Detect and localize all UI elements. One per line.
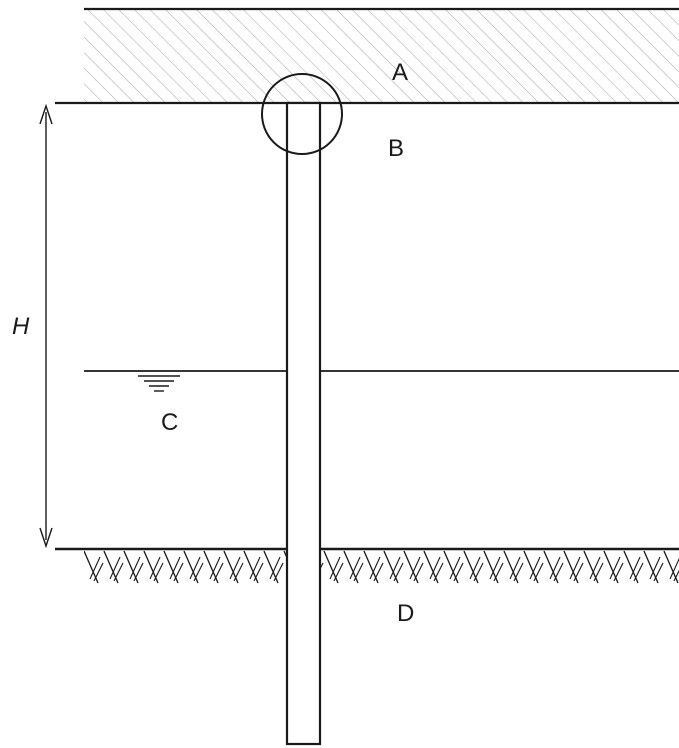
- pile: [285, 101, 322, 746]
- soil-hatch-mark: [329, 556, 341, 580]
- arrow-up-icon: [39, 103, 53, 125]
- soil-hatch-mark: [569, 556, 581, 580]
- soil-hatch-mark: [373, 562, 384, 582]
- soil-hatch-mark: [173, 562, 184, 582]
- soil-hatch-mark: [393, 562, 404, 582]
- label-h: H: [12, 313, 30, 340]
- soil-hatch-mark: [469, 556, 481, 580]
- soil-hatch-mark: [509, 556, 521, 580]
- pile-head-detail-circle: [261, 73, 343, 155]
- soil-hatch-mark: [513, 562, 524, 582]
- soil-hatch-mark: [429, 556, 441, 580]
- soil-hatch-mark: [273, 562, 284, 582]
- soil-hatch-mark: [593, 562, 604, 582]
- pile-body: [285, 101, 322, 746]
- soil-hatch-mark: [409, 556, 421, 580]
- soil-hatch-mark: [549, 556, 561, 580]
- soil-hatch-mark: [189, 556, 201, 580]
- layer-a: [84, 7, 679, 103]
- soil-hatch-mark: [249, 556, 261, 580]
- soil-hatch-mark: [369, 556, 381, 580]
- soil-hatch-mark: [573, 562, 584, 582]
- soil-hatch-mark: [253, 562, 264, 582]
- soil-hatch-mark: [649, 556, 661, 580]
- soil-hatch-mark: [449, 556, 461, 580]
- soil-hatch: [84, 550, 679, 585]
- soil-hatch-mark: [433, 562, 444, 582]
- soil-hatch-mark: [473, 562, 484, 582]
- soil-hatch-mark: [609, 556, 621, 580]
- soil-hatch-mark: [213, 562, 224, 582]
- label-a: A: [392, 59, 408, 86]
- soil-hatch-mark: [633, 562, 644, 582]
- soil-hatch-mark: [333, 562, 344, 582]
- soil-hatch-mark: [389, 556, 401, 580]
- soil-hatch-mark: [533, 562, 544, 582]
- soil-hatch-mark: [589, 556, 601, 580]
- soil-hatch-mark: [233, 562, 244, 582]
- label-c: C: [161, 409, 178, 436]
- soil-hatch-mark: [669, 557, 679, 580]
- soil-hatch-mark: [109, 556, 121, 580]
- soil-hatch-mark: [169, 556, 181, 580]
- soil-hatch-mark: [613, 562, 624, 582]
- soil-hatch-mark: [453, 562, 464, 582]
- layer-a-hatch: [84, 9, 679, 103]
- height-dimension: [39, 103, 53, 549]
- label-d: D: [397, 600, 414, 627]
- soil-hatch-mark: [269, 556, 281, 580]
- soil-hatch-mark: [493, 562, 504, 582]
- soil-hatch-mark: [553, 562, 564, 582]
- label-b: B: [388, 135, 404, 162]
- soil-hatch-mark: [229, 556, 241, 580]
- soil-hatch-mark: [129, 556, 141, 580]
- arrow-down-icon: [39, 527, 53, 549]
- soil-hatch-mark: [349, 556, 361, 580]
- soil-hatch-mark: [529, 556, 541, 580]
- soil-hatch-mark: [93, 562, 104, 582]
- soil-hatch-mark: [153, 562, 164, 582]
- soil-hatch-mark: [149, 556, 161, 580]
- soil-hatch-mark: [193, 562, 204, 582]
- soil-hatch-mark: [489, 556, 501, 580]
- soil-hatch-mark: [353, 562, 364, 582]
- soil-hatch-mark: [629, 556, 641, 580]
- soil-hatch-mark: [653, 562, 664, 582]
- soil-hatch-mark: [113, 562, 124, 582]
- soil-hatch-mark: [89, 556, 101, 580]
- soil-hatch-mark: [413, 562, 424, 582]
- water-table-icon: [138, 375, 180, 392]
- soil-hatch-mark: [209, 556, 221, 580]
- soil-hatch-mark: [133, 562, 144, 582]
